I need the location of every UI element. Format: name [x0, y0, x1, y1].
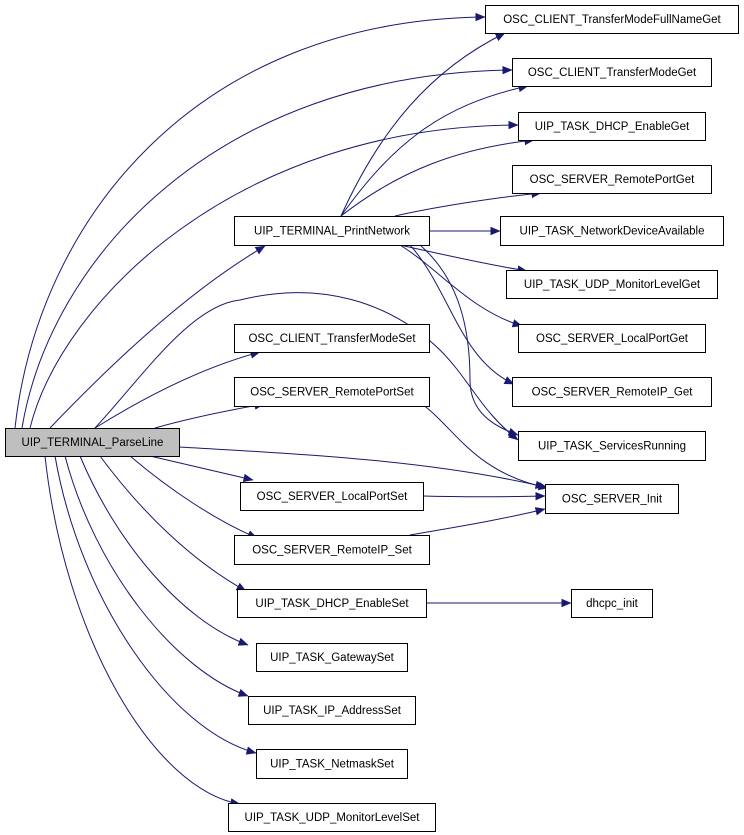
edge-parse-line-to-print-network	[49, 245, 266, 429]
node-network-device-available[interactable]: UIP_TASK_NetworkDeviceAvailable	[500, 216, 724, 246]
node-gateway-set[interactable]: UIP_TASK_GatewaySet	[256, 643, 408, 672]
node-server-local-port-get[interactable]: OSC_SERVER_LocalPortGet	[518, 324, 706, 353]
edge-parse-line-to-client-tm-fullname-get	[14, 12, 486, 429]
edge-parse-line-to-ip-address-set	[64, 455, 249, 697]
node-label: UIP_TASK_UDP_MonitorLevelSet	[245, 812, 421, 824]
node-box[interactable]	[506, 270, 718, 299]
edge-print-network-to-client-tm-get	[340, 83, 529, 217]
node-label: OSC_SERVER_RemotePortSet	[250, 387, 414, 399]
node-box[interactable]	[256, 749, 408, 779]
node-udp-monitor-level-get[interactable]: UIP_TASK_UDP_MonitorLevelGet	[506, 270, 718, 299]
node-label: UIP_TASK_DHCP_EnableSet	[255, 598, 409, 610]
edge-print-network-to-services-running	[419, 244, 519, 436]
edge-print-network-to-dhcp-enable-get	[340, 136, 535, 217]
node-dhcpc-init[interactable]: dhcpc_init	[571, 589, 653, 618]
node-print-network[interactable]: UIP_TERMINAL_PrintNetwork	[234, 216, 430, 246]
edge-parse-line-to-udp-monitor-level-set	[44, 455, 241, 807]
node-box[interactable]	[234, 377, 430, 407]
node-server-init[interactable]: OSC_SERVER_Init	[545, 484, 679, 514]
node-box[interactable]	[512, 377, 712, 407]
node-box[interactable]	[485, 5, 739, 34]
node-label: OSC_CLIENT_TransferModeFullNameGet	[503, 14, 721, 26]
node-label: UIP_TERMINAL_ParseLine	[22, 437, 164, 449]
node-box[interactable]	[248, 696, 416, 725]
node-label: OSC_SERVER_RemoteIP_Set	[252, 545, 412, 557]
node-box[interactable]	[234, 324, 430, 353]
node-box[interactable]	[571, 589, 653, 618]
edge-print-network-to-server-remote-port-get	[394, 189, 542, 217]
edge-print-network-to-server-remote-ip-get	[409, 244, 515, 385]
edge-parse-line-to-services-running	[94, 292, 519, 441]
node-label: UIP_TASK_GatewaySet	[270, 652, 395, 664]
node-netmask-set[interactable]: UIP_TASK_NetmaskSet	[256, 749, 408, 779]
edge-parse-line-to-server-local-port-set	[149, 455, 254, 482]
node-label: dhcpc_init	[586, 598, 639, 610]
edge-parse-line-to-server-remote-ip-set	[129, 455, 258, 539]
node-box[interactable]	[512, 58, 712, 87]
node-server-remote-ip-set[interactable]: OSC_SERVER_RemoteIP_Set	[234, 535, 430, 565]
node-label: OSC_CLIENT_TransferModeGet	[528, 67, 697, 79]
node-parse-line[interactable]: UIP_TERMINAL_ParseLine	[5, 428, 180, 457]
node-dhcp-enable-get[interactable]: UIP_TASK_DHCP_EnableGet	[518, 112, 706, 141]
node-label: OSC_SERVER_RemotePortGet	[530, 174, 695, 186]
node-box[interactable]	[545, 484, 679, 514]
node-box[interactable]	[256, 643, 408, 672]
node-label: UIP_TERMINAL_PrintNetwork	[254, 226, 410, 238]
node-box[interactable]	[228, 803, 436, 832]
edge-parse-line-to-server-init	[178, 446, 546, 489]
node-box[interactable]	[234, 216, 430, 246]
node-udp-monitor-level-set[interactable]: UIP_TASK_UDP_MonitorLevelSet	[228, 803, 436, 832]
node-box[interactable]	[500, 216, 724, 246]
node-label: OSC_SERVER_Init	[562, 494, 663, 506]
node-server-local-port-set[interactable]: OSC_SERVER_LocalPortSet	[240, 482, 424, 511]
edge-server-remote-ip-set-to-server-init	[409, 507, 546, 536]
node-label: OSC_SERVER_LocalPortGet	[536, 333, 689, 345]
node-label: UIP_TASK_UDP_MonitorLevelGet	[524, 279, 701, 291]
node-server-remote-port-set[interactable]: OSC_SERVER_RemotePortSet	[234, 377, 430, 407]
edge-parse-line-to-dhcp-enable-get	[29, 120, 519, 429]
edge-parse-line-to-server-remote-port-set	[154, 401, 265, 429]
edge-parse-line-to-client-tm-set	[94, 350, 261, 429]
edge-server-local-port-set-to-server-init	[422, 492, 546, 501]
node-box[interactable]	[234, 535, 430, 565]
node-label: UIP_TASK_NetmaskSet	[270, 759, 395, 771]
node-services-running[interactable]: UIP_TASK_ServicesRunning	[518, 431, 706, 461]
edge-parse-line-to-netmask-set	[54, 455, 257, 755]
node-box[interactable]	[237, 589, 427, 618]
node-label: OSC_CLIENT_TransferModeSet	[248, 333, 416, 345]
node-dhcp-enable-set[interactable]: UIP_TASK_DHCP_EnableSet	[237, 589, 427, 618]
node-box[interactable]	[240, 482, 424, 511]
edge-parse-line-to-client-tm-get	[21, 65, 513, 429]
node-client-tm-fullname-get[interactable]: OSC_CLIENT_TransferModeFullNameGet	[485, 5, 739, 34]
node-box[interactable]	[512, 165, 712, 194]
edge-print-network-to-udp-monitor-level-get	[399, 244, 528, 274]
node-server-remote-port-get[interactable]: OSC_SERVER_RemotePortGet	[512, 165, 712, 194]
node-box[interactable]	[518, 112, 706, 141]
edge-print-network-to-server-local-port-get	[399, 244, 523, 328]
node-client-tm-get[interactable]: OSC_CLIENT_TransferModeGet	[512, 58, 712, 87]
node-server-remote-ip-get[interactable]: OSC_SERVER_RemoteIP_Get	[512, 377, 712, 407]
node-box[interactable]	[518, 324, 706, 353]
edge-parse-line-to-gateway-set	[79, 455, 249, 646]
node-box[interactable]	[5, 428, 180, 457]
node-ip-address-set[interactable]: UIP_TASK_IP_AddressSet	[248, 696, 416, 725]
node-label: UIP_TASK_DHCP_EnableGet	[535, 121, 690, 133]
node-label: UIP_TASK_IP_AddressSet	[263, 705, 402, 717]
node-label: UIP_TASK_ServicesRunning	[538, 441, 686, 453]
node-layer: UIP_TERMINAL_ParseLine UIP_TERMINAL_Print…	[5, 5, 739, 832]
node-box[interactable]	[518, 431, 706, 461]
node-label: OSC_SERVER_RemoteIP_Get	[532, 387, 694, 399]
node-label: OSC_SERVER_LocalPortSet	[257, 491, 408, 503]
node-client-tm-set[interactable]: OSC_CLIENT_TransferModeSet	[234, 324, 430, 353]
node-label: UIP_TASK_NetworkDeviceAvailable	[520, 226, 705, 238]
edge-print-network-to-client-tm-fullname-get	[340, 32, 506, 217]
edge-layer	[14, 12, 572, 807]
edge-parse-line-to-dhcp-enable-set	[99, 455, 247, 592]
